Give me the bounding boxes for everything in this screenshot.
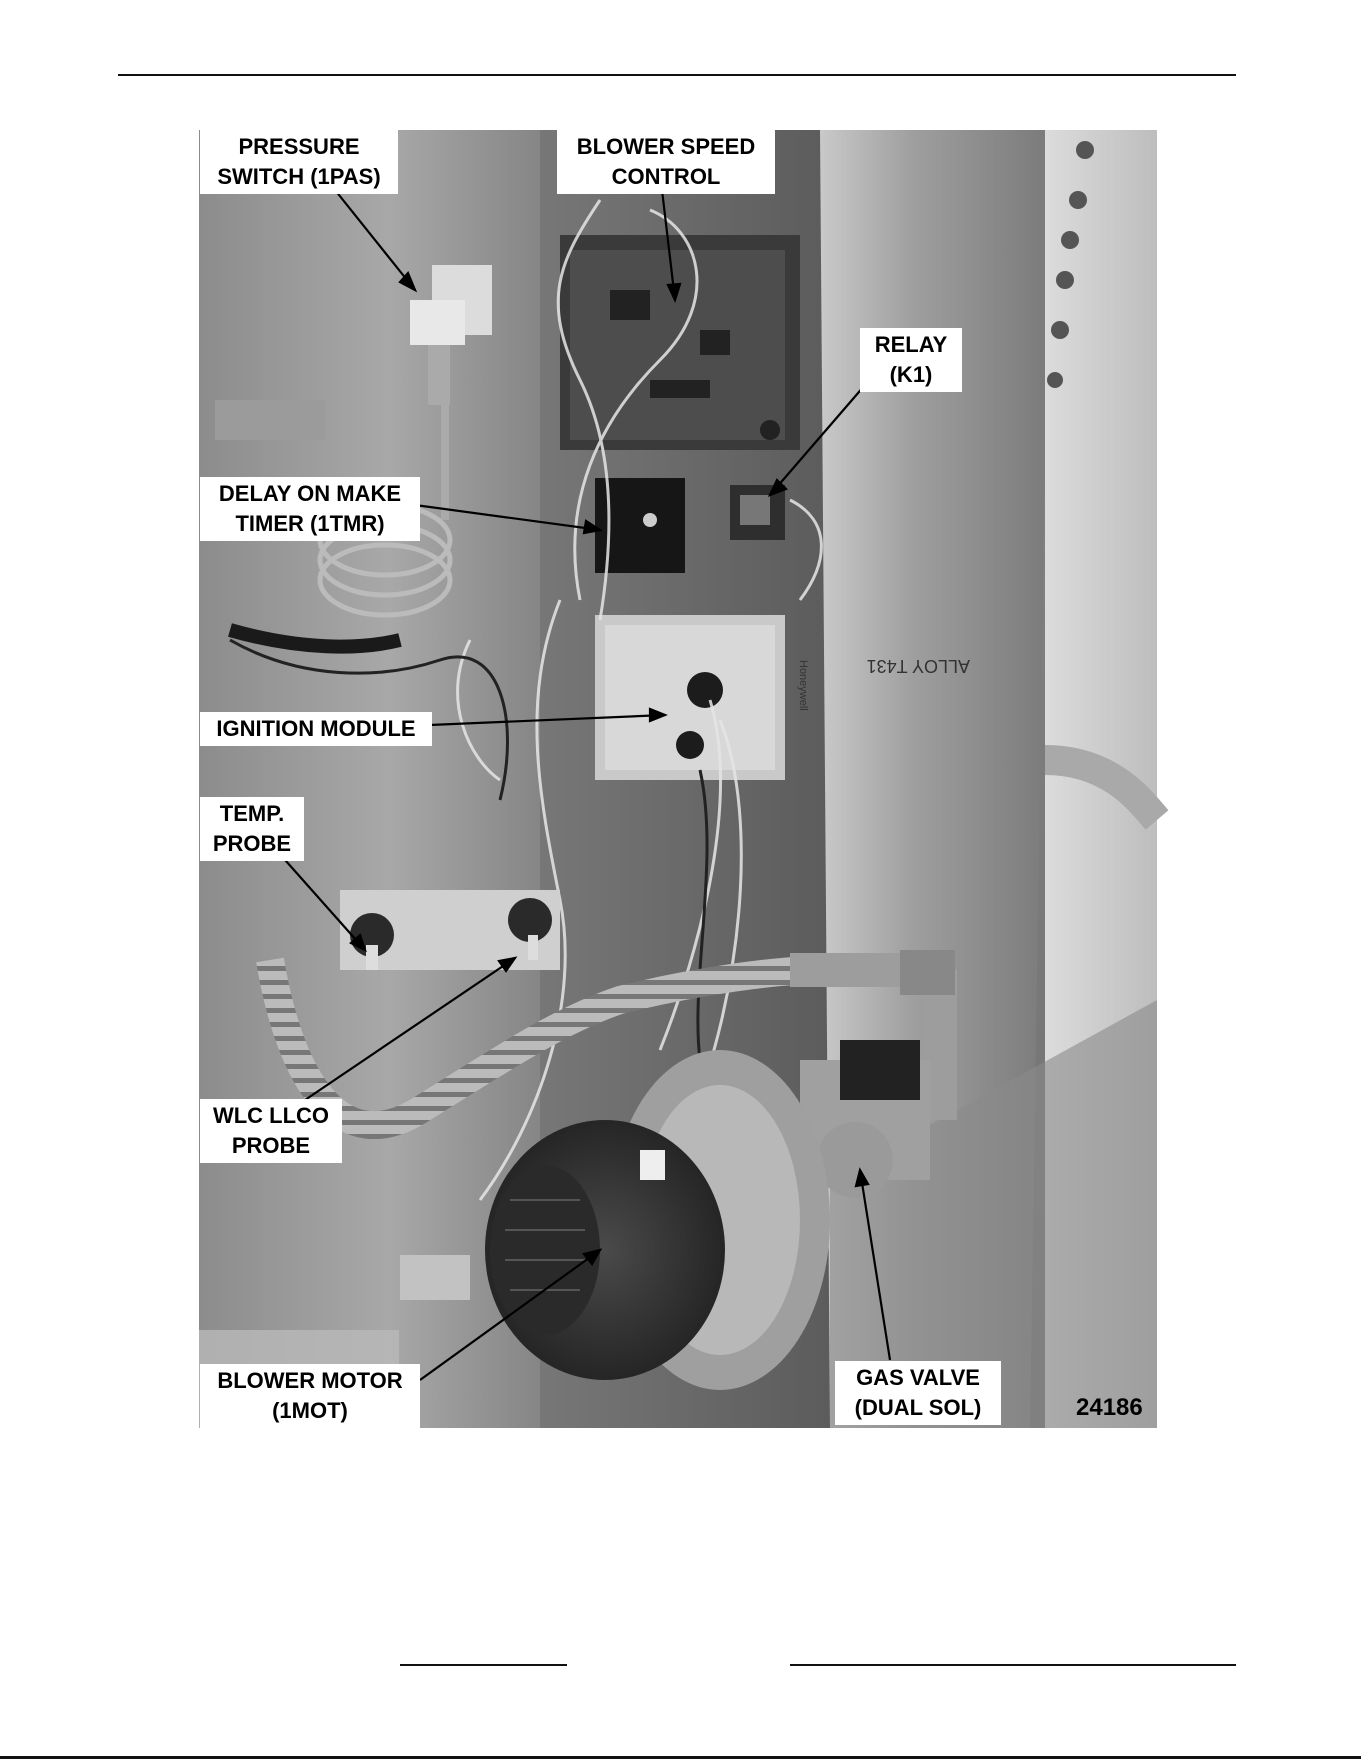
footer-rule-left bbox=[400, 1664, 567, 1666]
callout-ignition-module: IGNITION MODULE bbox=[200, 712, 432, 746]
callout-pressure-switch: PRESSURE SWITCH (1PAS) bbox=[200, 130, 398, 194]
callout-temp-probe: TEMP. PROBE bbox=[200, 797, 304, 861]
callout-relay: RELAY (K1) bbox=[860, 328, 962, 392]
callout-delay-on-make-timer: DELAY ON MAKE TIMER (1TMR) bbox=[200, 477, 420, 541]
callout-wlc-llco-probe: WLC LLCO PROBE bbox=[200, 1099, 342, 1163]
photo-content: ALLOY T431 Honeywell bbox=[199, 130, 1157, 1428]
callout-gas-valve: GAS VALVE (DUAL SOL) bbox=[835, 1361, 1001, 1425]
footer-rule-right bbox=[790, 1664, 1236, 1666]
page-bottom-rule bbox=[0, 1756, 1361, 1759]
figure-number: 24186 bbox=[1076, 1394, 1143, 1422]
brand-label: Honeywell bbox=[797, 660, 809, 711]
callout-blower-motor: BLOWER MOTOR (1MOT) bbox=[200, 1364, 420, 1428]
svg-text:ALLOY T431: ALLOY T431 bbox=[867, 656, 970, 676]
callout-blower-speed-control: BLOWER SPEED CONTROL bbox=[557, 130, 775, 194]
